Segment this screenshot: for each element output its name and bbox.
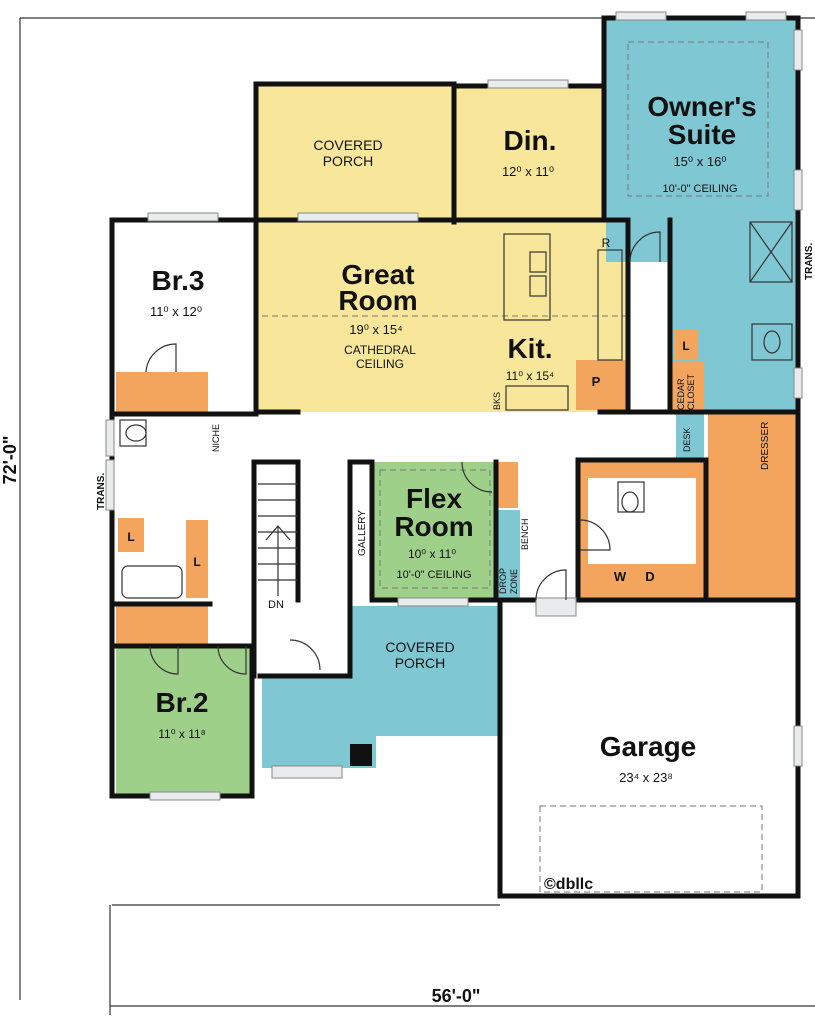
br3-closet-fill: [116, 372, 208, 412]
porch-top-fill: [256, 84, 454, 220]
pantry-fill: [576, 360, 626, 410]
trans-left-label: TRANS.: [96, 473, 107, 510]
washer-label: W: [614, 569, 627, 584]
linen-a-fill: [118, 518, 144, 552]
great-room-ceiling2: CEILING: [356, 357, 404, 371]
br2-fill: [116, 646, 250, 794]
small-labels: R P BKS NICHE GALLERY BENCH DROP ZONE DE…: [96, 236, 815, 893]
flex-room-line1: Flex: [406, 483, 462, 514]
drop-zone-fill: [498, 510, 520, 598]
great-room-size: 19⁰ x 15⁴: [349, 322, 402, 337]
ceiling-lines: [262, 41, 769, 893]
dining-size: 12⁰ x 11⁰: [502, 164, 554, 179]
dining-name: Din.: [504, 125, 557, 156]
garage-size: 23⁴ x 23⁸: [619, 770, 673, 785]
room-labels: COVERED PORCH Din. 12⁰ x 11⁰ Owner's Sui…: [150, 91, 757, 785]
stairs-down-label: DN: [268, 599, 284, 611]
owner-suite-line2: Suite: [668, 119, 736, 150]
porch-top-line2: PORCH: [323, 153, 374, 169]
bookshelves-label: BKS: [492, 392, 502, 410]
fixtures: [119, 221, 793, 675]
br3-name: Br.3: [152, 265, 205, 296]
flex-room-fill: [372, 462, 496, 600]
dining-fill: [454, 86, 606, 220]
linen-a-label: L: [127, 530, 134, 544]
front-porch-fill: [262, 606, 500, 768]
br2-closet-fill: [116, 604, 208, 644]
depth-dimension: 72'-0": [0, 436, 20, 485]
great-room-line2: Room: [338, 285, 417, 316]
zone-label: ZONE: [509, 569, 519, 594]
copyright-label: ©dbllc: [544, 876, 593, 893]
owner-suite-ceiling: 10'-0" CEILING: [662, 183, 737, 195]
owner-suite-size: 15⁰ x 16⁰: [673, 154, 726, 169]
stair-treads: [258, 483, 298, 596]
closet-label: CLOSET: [686, 373, 696, 410]
drop-label: DROP: [498, 568, 508, 594]
br3-size: 11⁰ x 12⁰: [150, 304, 202, 319]
gallery-label: GALLERY: [357, 510, 368, 556]
flex-room-line2: Room: [394, 511, 473, 542]
laundry-inner: [588, 478, 696, 564]
dresser-label: DRESSER: [760, 422, 771, 470]
porch-top-line1: COVERED: [313, 137, 382, 153]
dryer-label: D: [645, 569, 654, 584]
linen-c-label: L: [682, 339, 689, 353]
trans-right-label: TRANS.: [804, 243, 815, 280]
niche-label: NICHE: [211, 424, 221, 452]
desk-fill: [676, 412, 704, 460]
pantry-label: P: [592, 374, 601, 389]
porch-front-line2: PORCH: [395, 655, 446, 671]
great-room-line1: Great: [341, 259, 414, 290]
cedar-label: CEDAR: [676, 378, 686, 410]
garage-name: Garage: [600, 731, 697, 762]
bench-fill: [498, 462, 518, 508]
overall-dimensions: 56'-0" 72'-0": [0, 436, 480, 1006]
owner-suite-line1: Owner's: [647, 91, 756, 122]
kitchen-name: Kit.: [507, 333, 552, 364]
br2-size: 11⁰ x 11⁸: [158, 727, 205, 741]
flex-room-ceiling: 10'-0" CEILING: [396, 569, 471, 581]
cedar-closet-fill: [672, 362, 704, 412]
linen-b-fill: [186, 520, 208, 598]
kitchen-size: 11⁰ x 15⁴: [506, 369, 554, 383]
width-dimension: 56'-0": [432, 986, 481, 1006]
great-room-ceiling1: CATHEDRAL: [344, 343, 416, 357]
windows: [105, 11, 803, 801]
linen-b-label: L: [193, 555, 200, 569]
refrigerator-label: R: [602, 236, 611, 250]
br2-name: Br.2: [156, 687, 209, 718]
porch-front-line1: COVERED: [385, 639, 454, 655]
bench-label: BENCH: [520, 518, 530, 550]
flex-room-size: 10⁰ x 11⁰: [408, 547, 456, 561]
linen-c-fill: [674, 330, 698, 360]
dresser-closet-fill: [708, 412, 798, 598]
desk-label: DESK: [682, 427, 692, 452]
